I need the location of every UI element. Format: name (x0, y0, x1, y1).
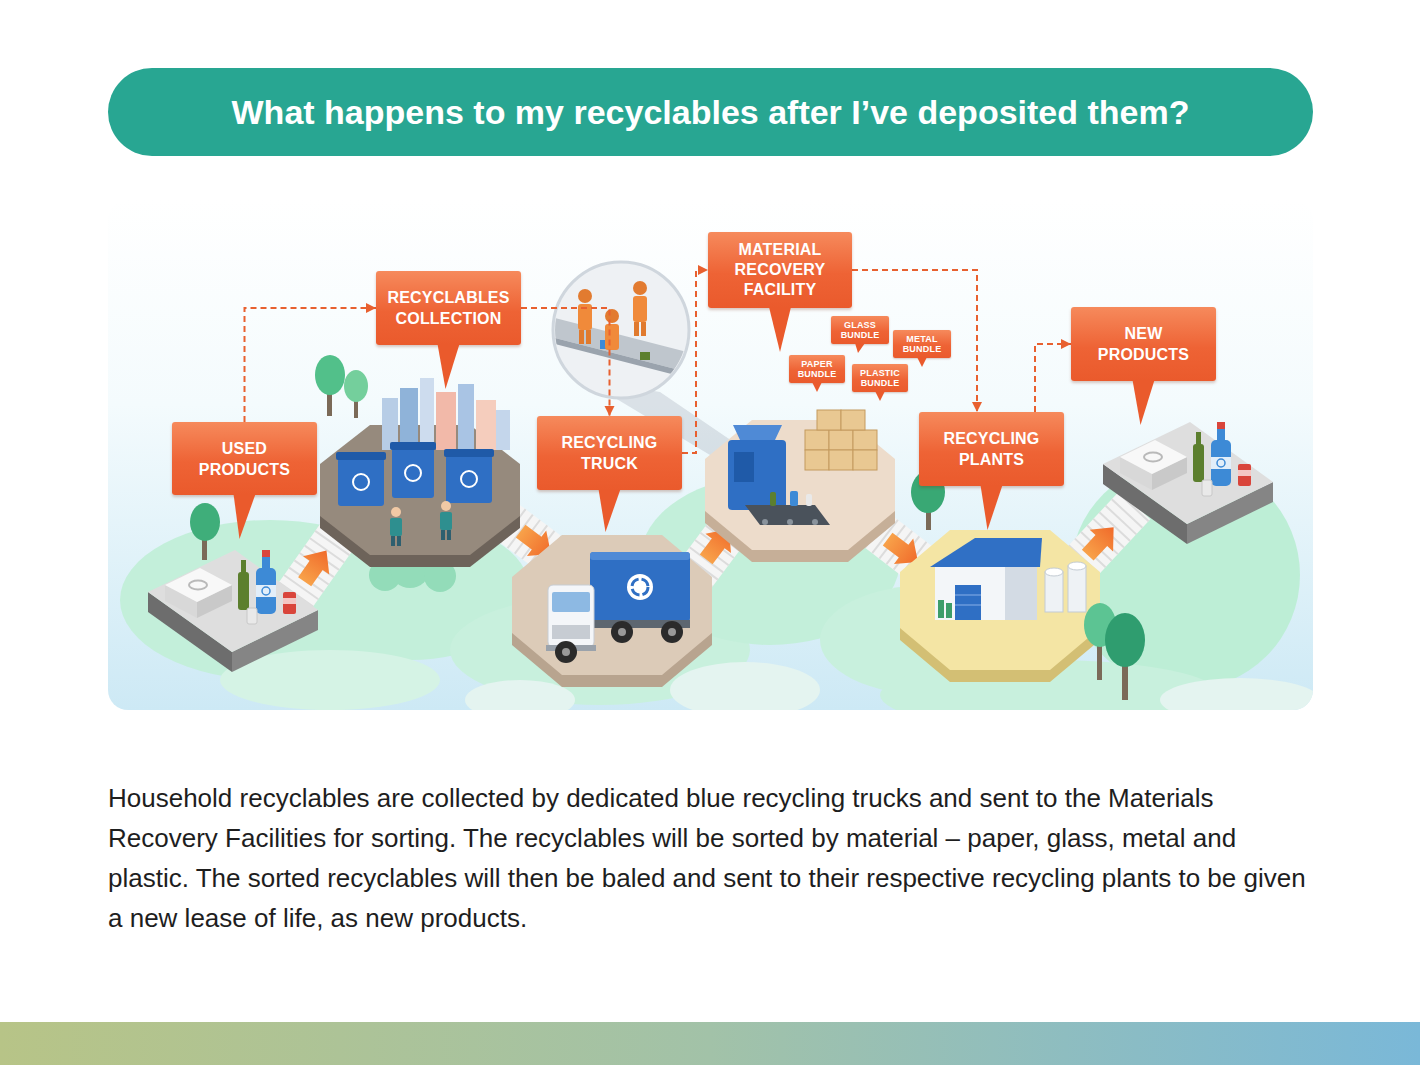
callout-pointer (1071, 380, 1216, 425)
bundle-tag: METAL BUNDLE (893, 330, 951, 358)
callout-label: MATERIAL RECOVERY FACILITY (716, 240, 844, 300)
stage-callout: USED PRODUCTS (172, 422, 317, 495)
callout-pointer-shape (1133, 380, 1155, 425)
bundle-tag: PAPER BUNDLE (789, 355, 845, 383)
callout-pointer-shape (855, 343, 865, 353)
callout-pointer-shape (981, 485, 1003, 530)
stage-callout: RECYCLING PLANTS (919, 412, 1064, 486)
caption-text: Household recyclables are collected by d… (108, 778, 1313, 938)
connector-line (245, 308, 377, 422)
bundle-tag: GLASS BUNDLE (831, 316, 889, 344)
callout-pointer-shape (438, 344, 460, 389)
bundle-label: PAPER BUNDLE (793, 359, 841, 379)
connector-arrowhead (366, 303, 376, 313)
stage-callout: NEW PRODUCTS (1071, 307, 1216, 381)
recovery-platform (705, 410, 895, 562)
connector-arrowhead (972, 402, 982, 412)
new-products-slab (1103, 422, 1273, 544)
callout-pointer-shape (875, 391, 885, 401)
footer-bar (0, 1022, 1420, 1065)
bundle-label: METAL BUNDLE (897, 334, 947, 354)
bundle-tag: PLASTIC BUNDLE (852, 364, 908, 392)
title-text: What happens to my recyclables after I’v… (232, 93, 1190, 132)
truck-platform (512, 535, 712, 687)
callout-label: USED PRODUCTS (182, 438, 307, 480)
callout-pointer-shape (812, 382, 822, 392)
flow-connector (521, 308, 615, 416)
callout-pointer (537, 489, 682, 532)
callout-pointer (831, 343, 889, 353)
callout-pointer (919, 485, 1064, 530)
callout-label: NEW PRODUCTS (1081, 323, 1206, 365)
callout-label: RECYCLING TRUCK (547, 432, 672, 474)
callout-label: RECYCLABLES COLLECTION (386, 287, 511, 329)
bundle-label: GLASS BUNDLE (835, 320, 885, 340)
callout-pointer (852, 391, 908, 401)
collection-platform (320, 378, 520, 567)
used-products-slab (148, 550, 318, 672)
flow-connector (682, 265, 708, 453)
flow-connector (1035, 339, 1071, 412)
callout-pointer-shape (234, 494, 256, 539)
callout-pointer-shape (599, 489, 621, 532)
flow-connector (245, 303, 377, 422)
title-pill: What happens to my recyclables after I’v… (108, 68, 1313, 156)
panel-ground (108, 200, 1313, 710)
callout-pointer-shape (917, 357, 927, 367)
stage-callout: MATERIAL RECOVERY FACILITY (708, 232, 852, 308)
connector-arrowhead (1061, 339, 1071, 349)
connector-line (682, 270, 708, 453)
trees-right (1084, 603, 1145, 700)
callout-pointer (789, 382, 845, 392)
stage-callout: RECYCLING TRUCK (537, 416, 682, 490)
stage-callout: RECYCLABLES COLLECTION (376, 271, 521, 345)
connector-line (521, 308, 610, 416)
connector-line (1035, 344, 1071, 412)
bundle-label: PLASTIC BUNDLE (856, 368, 904, 388)
caption-block: Household recyclables are collected by d… (108, 778, 1313, 938)
callout-pointer-shape (769, 307, 791, 352)
callout-label: RECYCLING PLANTS (929, 428, 1054, 470)
connector-arrowhead (605, 406, 615, 416)
callout-pointer (376, 344, 521, 389)
callout-pointer (172, 494, 317, 539)
connector-arrowhead (698, 265, 708, 275)
plant-platform (900, 471, 1100, 682)
